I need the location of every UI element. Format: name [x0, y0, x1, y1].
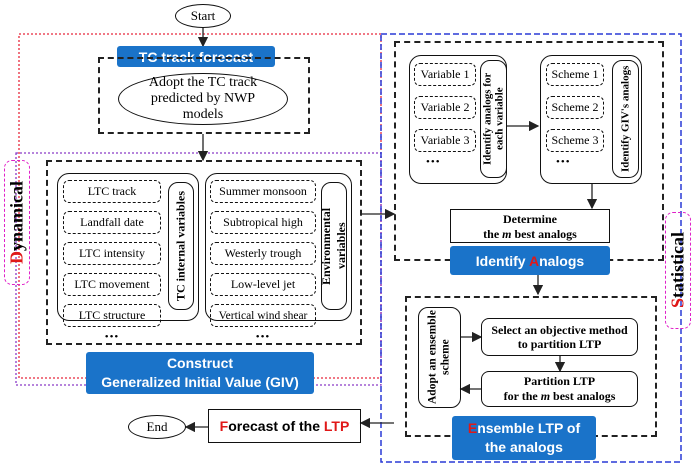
ltc-item: LTC structure	[63, 304, 161, 327]
identify-giv-analogs-label: Identify GIV's analogs	[612, 60, 639, 178]
env-item: Vertical wind shear	[210, 304, 316, 327]
ensemble-ltp-label: Ensemble LTP of the analogs	[452, 416, 596, 460]
environmental-variables-label: Environmental variables	[319, 182, 348, 310]
tc-track-forecast-label: TC track forecast	[117, 46, 275, 67]
adopt-ensemble-scheme-box: Adopt an ensemble scheme	[418, 307, 461, 408]
ltc-group	[57, 173, 199, 321]
scheme-item: Scheme 2	[546, 96, 604, 119]
schemes-ellipsis: •••	[556, 156, 571, 168]
env-items: Summer monsoon Subtropical high Westerly…	[210, 180, 316, 343]
select-objective-box: Select an objective method to partition …	[481, 318, 638, 356]
identify-analogs-label: Identify Analogs	[450, 246, 610, 275]
statistical-label: Statistical	[665, 212, 691, 329]
forecast-ltp-box: Forecast of the LTP	[208, 409, 361, 443]
variables-list: Variable 1 Variable 2 Variable 3 •••	[414, 63, 476, 168]
ltc-ellipsis: •••	[104, 331, 120, 343]
ltc-items: LTC track Landfall date LTC intensity LT…	[63, 180, 161, 343]
env-ellipsis: •••	[255, 331, 271, 343]
env-item: Subtropical high	[210, 211, 316, 234]
ltc-item: LTC track	[63, 180, 161, 203]
scheme-item: Scheme 3	[546, 129, 604, 152]
construct-giv-label: Construct Generalized Initial Value (GIV…	[86, 352, 314, 394]
env-item: Low-level jet	[210, 273, 316, 296]
env-item: Westerly trough	[210, 242, 316, 265]
scheme-item: Scheme 1	[546, 63, 604, 86]
variable-item: Variable 1	[414, 63, 476, 86]
ltc-item: LTC movement	[63, 273, 161, 296]
statistical-region-border	[380, 33, 682, 463]
adopt-tc-track-box	[98, 57, 310, 134]
schemes-list: Scheme 1 Scheme 2 Scheme 3 •••	[546, 63, 604, 168]
env-group	[205, 173, 352, 321]
ltc-item: Landfall date	[63, 211, 161, 234]
dynamical-label: Dynamical	[4, 160, 30, 285]
determine-best-analogs-box: Determine the m best analogs	[450, 209, 610, 243]
partition-ltp-box: Partition LTP for the m best analogs	[481, 371, 638, 407]
variables-ellipsis: •••	[426, 156, 441, 168]
start-node: Start	[175, 4, 231, 28]
adopt-tc-track-ellipse: Adopt the TC track predicted by NWP mode…	[118, 73, 288, 125]
variable-item: Variable 2	[414, 96, 476, 119]
end-node: End	[128, 415, 186, 439]
tc-internal-variables-label: TC internal variables	[168, 182, 194, 310]
giv-variables-box	[46, 160, 362, 345]
env-item: Summer monsoon	[210, 180, 316, 203]
identify-each-variable-label: Identify analogs for each variable	[480, 60, 507, 178]
schemes-group	[540, 55, 642, 184]
variable-item: Variable 3	[414, 129, 476, 152]
ltc-item: LTC intensity	[63, 242, 161, 265]
